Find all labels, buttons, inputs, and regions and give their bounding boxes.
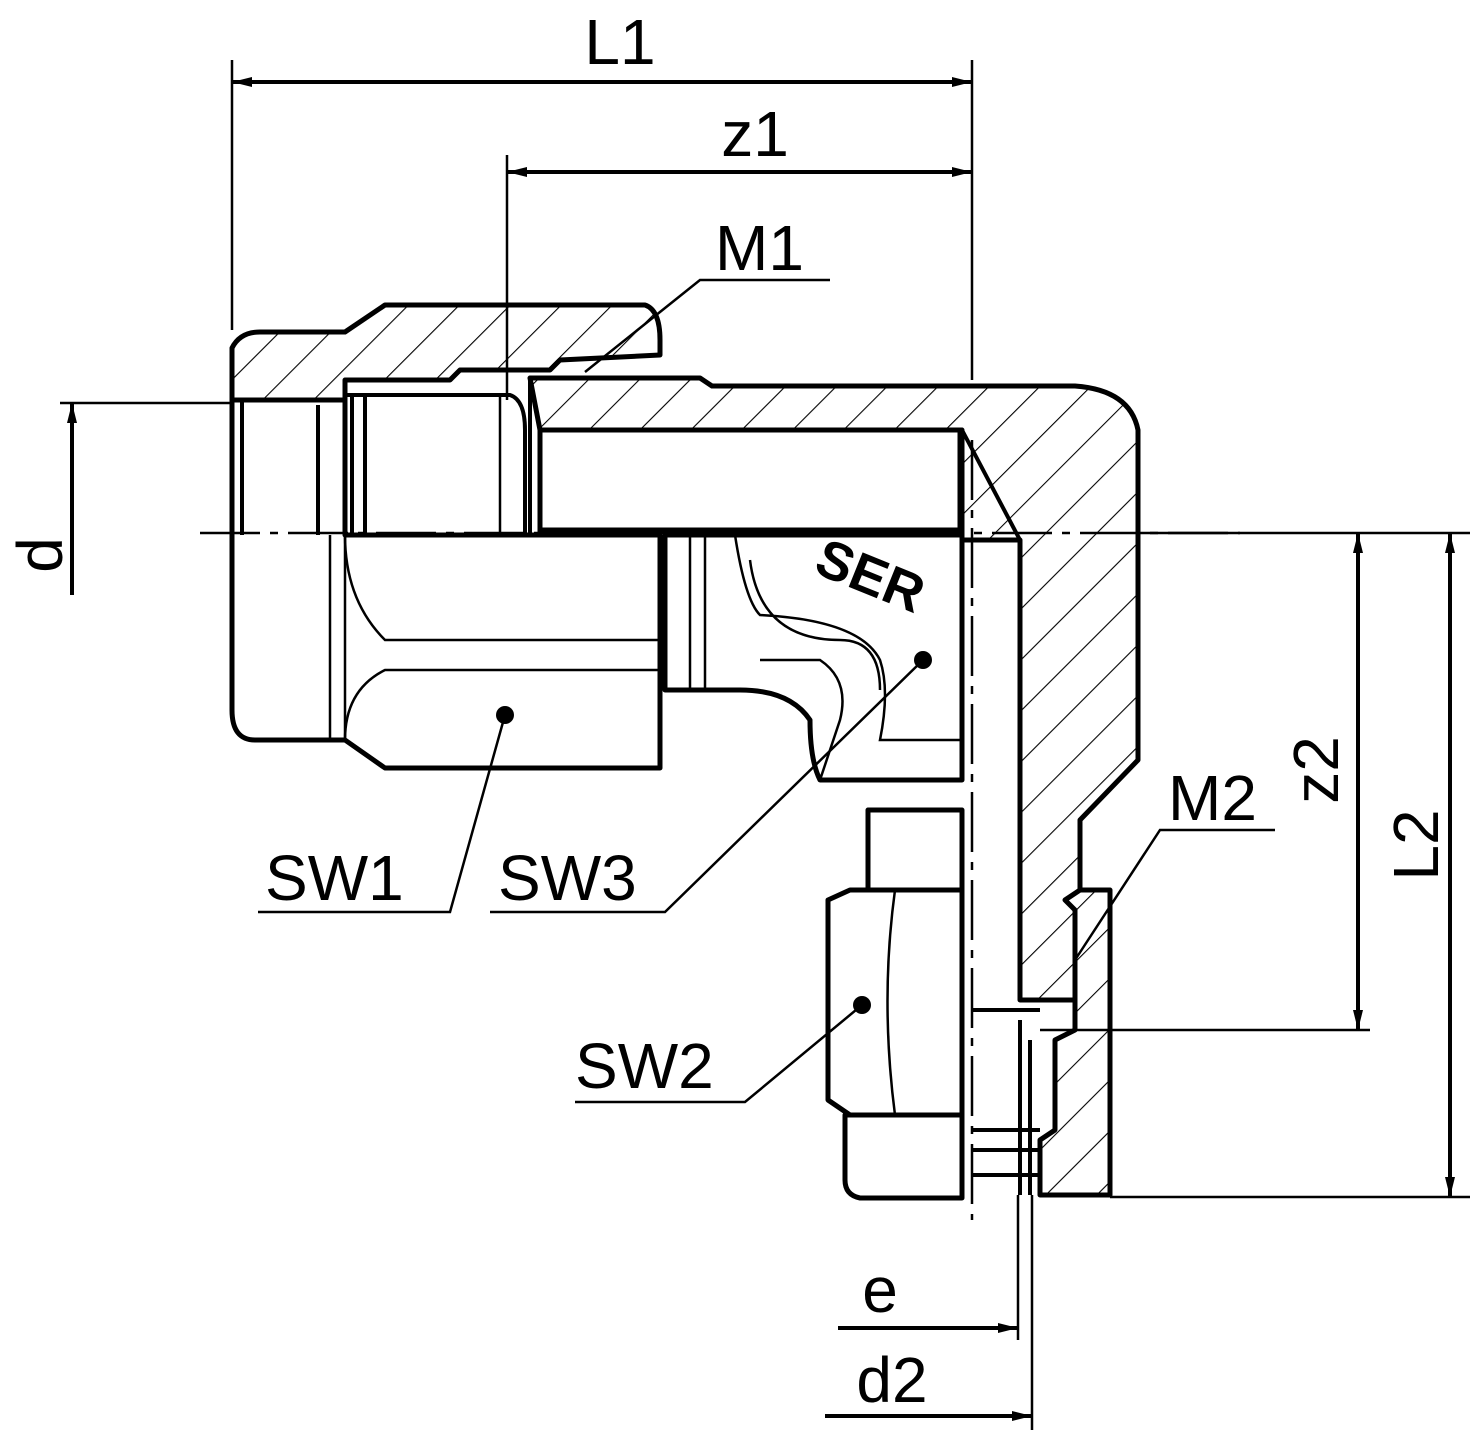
leader-SW1: SW1: [258, 706, 514, 914]
leader-M1: M1: [584, 212, 830, 373]
nut-sw2-hex: [825, 887, 965, 1118]
label-M2: M2: [1168, 762, 1257, 834]
label-L1: L1: [584, 6, 655, 78]
body-contour-2: [748, 559, 882, 691]
label-z1: z1: [721, 98, 789, 170]
nut-sw1-ring: [345, 393, 527, 535]
body-groove: [688, 535, 707, 690]
nut-sw2-section: [1037, 887, 1113, 1198]
leader-SW2: SW2: [575, 996, 871, 1104]
dim-L2: L2: [1110, 533, 1470, 1199]
nut-sw1: [229, 302, 663, 771]
body-contour-3: [760, 658, 844, 781]
dim-e: e: [838, 1195, 1020, 1340]
bore-horizontal: [537, 427, 963, 533]
nut-sw2-flat: [886, 889, 897, 1116]
nut-sw1-section: [229, 302, 663, 403]
label-SW1: SW1: [265, 842, 404, 914]
nut-sw1-lower: [229, 397, 663, 771]
nut-sw1-flat-top: [343, 534, 660, 642]
body-contour-1: [733, 534, 960, 742]
label-d: d: [4, 537, 76, 573]
nut-sw2-body: [865, 807, 965, 898]
body-lower: [662, 532, 965, 783]
label-d2: d2: [856, 1344, 927, 1416]
dim-z2: z2: [1040, 531, 1470, 1032]
label-e: e: [862, 1254, 898, 1326]
label-z2: z2: [1280, 736, 1352, 804]
nut-sw1-bore-lines: [240, 395, 367, 535]
label-L2: L2: [1380, 809, 1452, 880]
nut-sw1-edge: [328, 535, 347, 740]
label-SW2: SW2: [575, 1030, 714, 1102]
label-M1: M1: [715, 212, 804, 284]
dim-d: d: [4, 401, 232, 595]
label-SW3: SW3: [498, 842, 637, 914]
nut-sw2-bore: [972, 1008, 1040, 1195]
dim-d2: d2: [825, 1195, 1034, 1430]
dim-L1: L1: [230, 6, 974, 380]
nut-sw2-collar: [842, 1112, 965, 1201]
leader-SW3: SW3: [490, 651, 932, 914]
nut-sw1-flat-bottom: [343, 668, 660, 741]
elbow-body: [527, 375, 1141, 1003]
nut-sw2: [825, 807, 1113, 1201]
dim-z1: z1: [505, 98, 972, 400]
leader-M2: M2: [1073, 762, 1275, 961]
